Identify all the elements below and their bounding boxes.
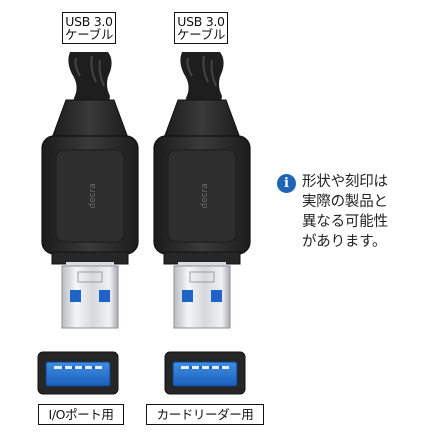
usb-plug-right: ɐɹɔəp [153,52,251,329]
port-label-right: カードリーダー用 [146,404,264,425]
cable-label-line2: ケーブル [64,27,114,42]
svg-text:ɐɹɔəp: ɐɹɔəp [87,183,97,209]
cable-label-right: USB 3.0 ケーブル [174,12,228,44]
notice-line: があります。 [302,234,387,250]
usb-plug-left: ɐɹɔəp [41,52,139,329]
notice-text: 形状や刻印は 実際の製品と 異なる可能性 があります。 [302,172,417,252]
usb-port-left [37,351,119,395]
notice-line: 異なる可能性 [302,214,388,230]
svg-text:ɐɹɔəp: ɐɹɔəp [199,183,209,209]
usb-port-right [164,351,246,395]
cable-label-left: USB 3.0 ケーブル [62,12,116,44]
cable-label-line2: ケーブル [176,27,226,42]
port-label-left: I/Oポート用 [38,404,124,425]
cable-label-line1: USB 3.0 [65,14,113,29]
cable-label-line1: USB 3.0 [177,14,225,29]
notice-line: 形状や刻印は [302,174,388,190]
info-icon: i [277,174,296,193]
notice-line: 実際の製品と [302,194,388,210]
